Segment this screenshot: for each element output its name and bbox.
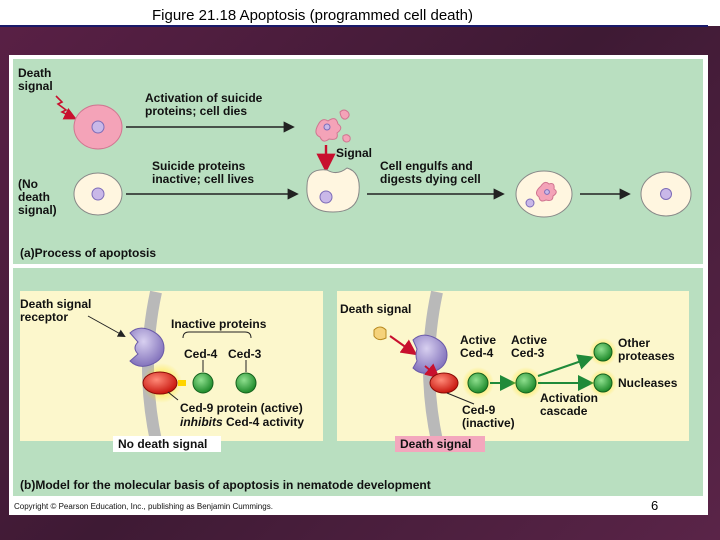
- label-ced9-active: Ced-9 protein (active): [180, 401, 303, 415]
- panel-b-right-area: [337, 291, 689, 441]
- receptor-left: [129, 327, 165, 367]
- title-underline: [0, 25, 708, 27]
- label-no-death-box: No death signal: [118, 437, 208, 451]
- panel-b-caption-text: Model for the molecular basis of apoptos…: [35, 478, 431, 492]
- engulfing-cell-nucleus: [319, 190, 333, 204]
- receptor-to-ced9-arrow: [424, 363, 440, 379]
- engulfing-cell: [306, 167, 360, 213]
- ced9-ced4-bond: [178, 380, 186, 386]
- panel-a-caption-letter: (a): [20, 246, 35, 260]
- label-engulfs: Cell engulfs and digests dying cell: [380, 159, 481, 186]
- label-ced3: Ced-3: [228, 347, 262, 361]
- living-cell-nucleus: [91, 187, 105, 201]
- dying-cell-fragments: [315, 109, 351, 143]
- ced9-inactive-protein: [429, 372, 459, 394]
- ced4-inactive: [192, 372, 214, 394]
- ced3-to-proteases-arrow: [537, 354, 594, 377]
- label-nucleases: Nucleases: [618, 376, 678, 390]
- label-other-proteases: Other proteases: [618, 336, 675, 363]
- death-signal-box: [395, 436, 485, 452]
- ced9-inactive-leader: [446, 392, 475, 405]
- receptor-pointer: [87, 315, 126, 337]
- panel-a-caption-text: Process of apoptosis: [34, 246, 157, 260]
- nucleases-protein: [593, 373, 613, 393]
- label-signal: Signal: [336, 146, 373, 160]
- death-signal-zigzag: [55, 95, 77, 120]
- panel-a-background: [13, 59, 703, 264]
- label-inhibits-line: inhibits Ced-4 activity: [180, 416, 304, 429]
- panel-b-caption: (b)Model for the molecular basis of apop…: [20, 479, 431, 492]
- slide-title: Figure 21.18 Apoptosis (programmed cell …: [152, 7, 474, 24]
- label-inactive-proteins: Inactive proteins: [171, 317, 267, 331]
- inactive-proteins-bracket: [182, 331, 252, 339]
- death-signal-arrow: [389, 335, 418, 356]
- label-activation-cascade: Activation cascade: [540, 391, 599, 418]
- label-death-box: Death signal: [400, 437, 472, 451]
- ced9-leader: [167, 391, 179, 401]
- final-cell-nucleus: [660, 188, 672, 200]
- label-suicide-inactive: Suicide proteins inactive; cell lives: [152, 159, 255, 186]
- label-ced4: Ced-4: [184, 347, 218, 361]
- label-death-signal-b: Death signal: [340, 302, 412, 316]
- other-proteases-protein: [593, 342, 613, 362]
- label-active-ced4: Active Ced-4: [460, 333, 497, 360]
- digesting-cell-nucleus: [525, 198, 535, 208]
- signaled-cell-nucleus: [91, 120, 105, 134]
- page-number: 6: [651, 498, 659, 513]
- ced3-inactive: [235, 372, 257, 394]
- no-death-signal-box: [113, 436, 221, 452]
- label-active-ced3: Active Ced-3: [511, 333, 548, 360]
- label-inhibits: inhibits: [180, 415, 223, 429]
- label-activation: Activation of suicide proteins; cell die…: [145, 91, 263, 118]
- membrane-left: [142, 290, 162, 443]
- digested-fragment-core: [544, 189, 550, 195]
- label-receptor: Death signal receptor: [20, 297, 92, 324]
- copyright-notice: Copyright © Pearson Education, Inc., pub…: [14, 502, 273, 511]
- panel-b-caption-letter: (b): [20, 478, 36, 492]
- title-bar: [0, 0, 720, 26]
- ced4-active: [467, 372, 489, 394]
- label-inhibits-rest: Ced-4 activity: [222, 415, 305, 429]
- label-death-signal: Death signal: [18, 66, 53, 93]
- ced9-active-protein: [142, 371, 178, 395]
- panel-a-caption: (a)Process of apoptosis: [20, 247, 156, 260]
- label-no-death-signal: (No death signal): [18, 177, 57, 217]
- label-ced9-inactive: Ced-9 (inactive): [462, 403, 515, 430]
- death-signal-molecule: [373, 326, 387, 341]
- ced3-active: [515, 372, 537, 394]
